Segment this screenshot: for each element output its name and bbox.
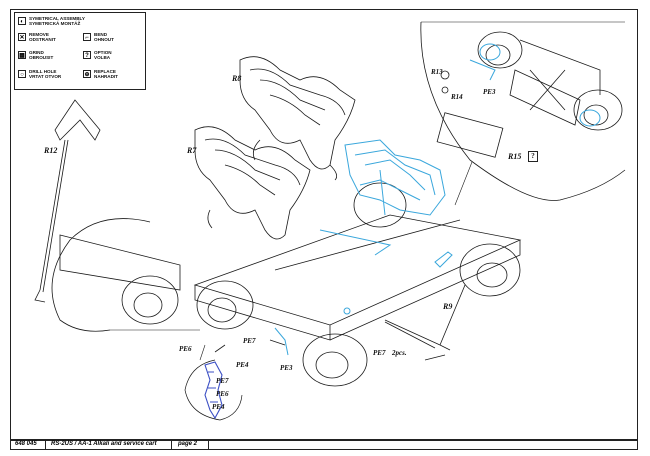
label-r9: R9 bbox=[443, 302, 453, 311]
label-pe7: PE7 bbox=[243, 337, 256, 345]
legend-item-grind: ▦ GRIND OBROUSIT bbox=[18, 50, 54, 60]
drill-hole-icon: ○ bbox=[18, 70, 26, 78]
legend-item-drill-hole: ○ DRILL HOLE VRTAT OTVOR bbox=[18, 69, 61, 79]
label-r15: R15 bbox=[508, 152, 522, 161]
pe-frame-overlay bbox=[344, 139, 446, 216]
label-pe6: PE6 bbox=[179, 345, 192, 353]
symmetrical-assembly-icon: ◐ bbox=[18, 17, 26, 25]
label-r12: R12 bbox=[44, 146, 58, 155]
replace-icon: ⊕ bbox=[83, 70, 91, 78]
remove-icon: ✕ bbox=[18, 33, 26, 41]
legend-item-symmetrical: ◐ SYMETRICAL ASSEMBLY SYMETRICKÁ MONTÁŽ bbox=[18, 16, 85, 26]
grind-icon: ▦ bbox=[18, 51, 26, 59]
legend-item-bend: ⌐ BEND OHNOUT bbox=[83, 32, 114, 42]
label-r14: R14 bbox=[451, 93, 463, 101]
legend-item-remove: ✕ REMOVE ODSTRANIT bbox=[18, 32, 56, 42]
footer-title: RS-2US / AA-1 Alkali and service cart bbox=[47, 440, 172, 449]
label-pe3-top: PE3 bbox=[483, 88, 496, 96]
detail-label-pe7: PE7 bbox=[216, 377, 229, 385]
option-icon: ? bbox=[528, 151, 538, 162]
option-icon: ? bbox=[83, 51, 91, 59]
footer-code: 648 045 bbox=[11, 440, 46, 449]
legend-item-replace: ⊕ REPLACE NAHRADIT bbox=[83, 69, 118, 79]
label-r13: R13 bbox=[431, 68, 443, 76]
label-pe7-qty: 2pcs. bbox=[392, 349, 407, 357]
label-pe4: PE4 bbox=[236, 361, 249, 369]
detail-label-pe6: PE6 bbox=[216, 390, 229, 398]
sheet-footer: 648 045 RS-2US / AA-1 Alkali and service… bbox=[10, 439, 638, 450]
label-pe7-right: PE7 bbox=[373, 349, 386, 357]
detail-circle-top bbox=[420, 21, 626, 201]
label-pe3: PE3 bbox=[280, 364, 293, 372]
legend-box: ◐ SYMETRICAL ASSEMBLY SYMETRICKÁ MONTÁŽ … bbox=[14, 12, 146, 90]
bend-icon: ⌐ bbox=[83, 33, 91, 41]
detail-pe-part bbox=[204, 361, 223, 420]
legend-item-option: ? OPTION VOLBA bbox=[83, 50, 112, 60]
footer-page: page 2 bbox=[174, 440, 209, 449]
detail-label-pe4: PE4 bbox=[212, 403, 225, 411]
label-r7: R7 bbox=[187, 146, 197, 155]
label-r8: R8 bbox=[232, 74, 242, 83]
